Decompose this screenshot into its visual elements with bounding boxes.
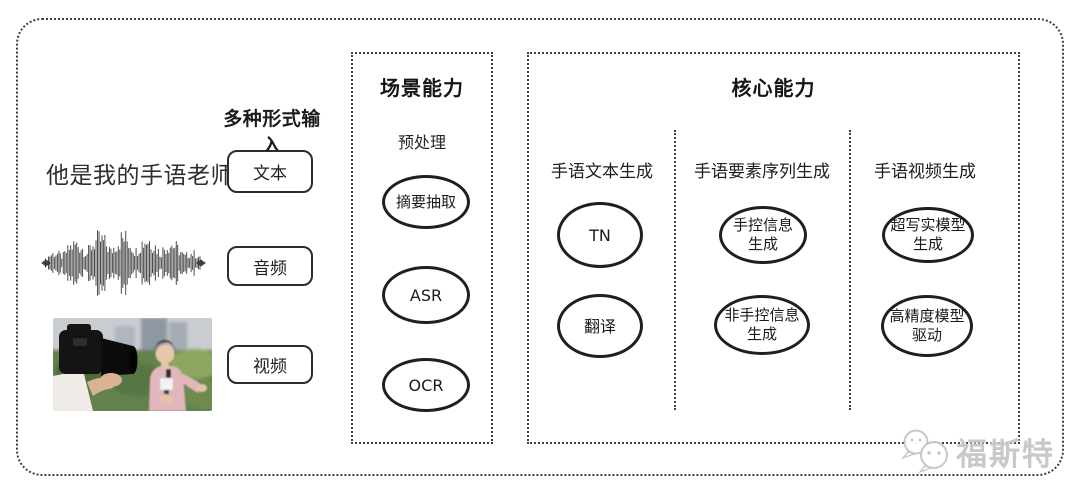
input-type-text-box: 文本 <box>227 150 313 193</box>
scene-capability-box: 场景能力 预处理 摘要抽取 ASR OCR <box>351 52 493 444</box>
watermark: 福斯特 <box>898 428 1055 474</box>
scene-box-title: 场景能力 <box>380 76 464 100</box>
node-translation: 翻译 <box>557 294 643 358</box>
column-header-element-sequence-generation: 手语要素序列生成 <box>694 162 830 182</box>
watermark-text: 福斯特 <box>956 436 1055 473</box>
wechat-bubbles-icon <box>900 429 948 474</box>
node-asr: ASR <box>382 266 470 324</box>
column-divider <box>674 130 676 410</box>
node-tn: TN <box>557 202 643 268</box>
input-type-video-label: 视频 <box>253 357 287 377</box>
core-box-title: 核心能力 <box>731 76 816 100</box>
core-capability-box: 核心能力 手语文本生成 手语要素序列生成 手语视频生成 TN 翻译 手控信息 生… <box>527 52 1020 444</box>
column-header-text-generation: 手语文本生成 <box>551 162 653 182</box>
node-ocr: OCR <box>382 358 470 412</box>
node-high-precision-model-driving: 高精度模型 驱动 <box>881 295 973 357</box>
input-type-text-label: 文本 <box>253 164 287 184</box>
outer-dotted-frame <box>16 18 1064 476</box>
node-manual-info-generation: 手控信息 生成 <box>719 206 807 264</box>
node-non-manual-info-generation: 非手控信息 生成 <box>714 295 810 355</box>
column-header-video-generation: 手语视频生成 <box>874 162 976 182</box>
node-hyperrealistic-model-generation: 超写实模型 生成 <box>882 207 974 263</box>
input-type-video-box: 视频 <box>227 345 313 384</box>
sample-sentence-text: 他是我的手语老师 <box>46 163 234 189</box>
preprocess-label: 预处理 <box>397 133 446 152</box>
input-type-audio-label: 音频 <box>253 258 287 279</box>
node-summary-extraction: 摘要抽取 <box>382 175 470 229</box>
column-divider <box>849 130 851 410</box>
audio-waveform-image <box>40 223 207 303</box>
reporter-interview-photo <box>53 318 212 411</box>
input-type-audio-box: 音频 <box>227 246 313 286</box>
